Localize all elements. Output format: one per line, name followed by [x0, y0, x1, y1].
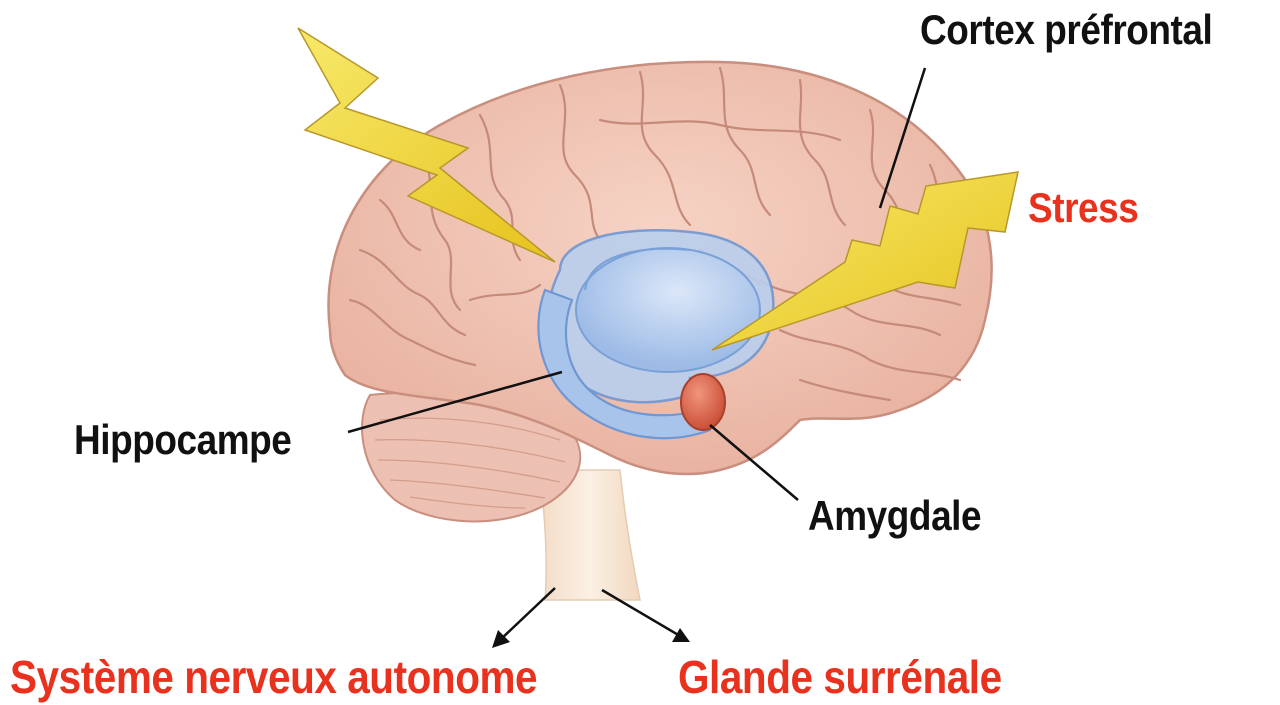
amygdala-label: Amygdale — [808, 492, 981, 540]
hippocampus-core — [576, 248, 760, 372]
stress-label: Stress — [1028, 184, 1138, 232]
ans-arrow-icon — [492, 588, 555, 648]
adrenal-arrow-icon — [602, 590, 690, 642]
hippocampus-label: Hippocampe — [74, 416, 291, 464]
autonomic-nervous-system-label: Système nerveux autonome — [10, 650, 537, 704]
adrenal-gland-label: Glande surrénale — [678, 650, 1002, 704]
amygdala — [681, 374, 725, 430]
cortex-prefrontal-label: Cortex préfrontal — [920, 6, 1212, 54]
